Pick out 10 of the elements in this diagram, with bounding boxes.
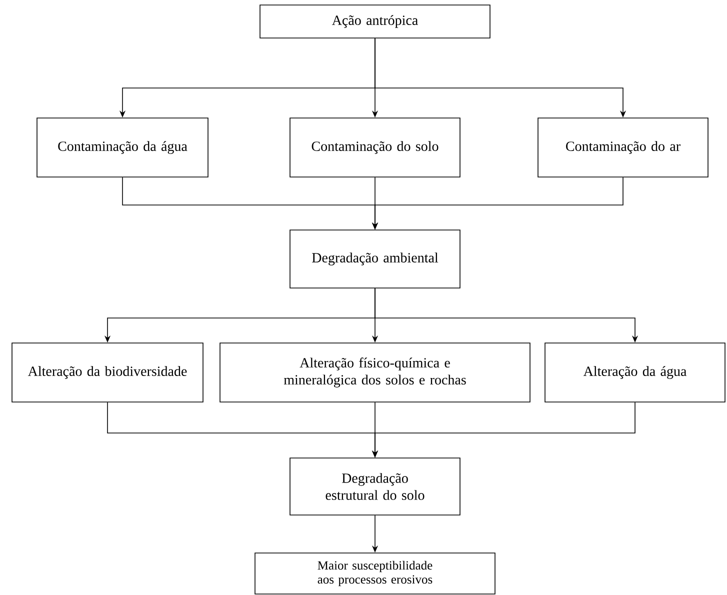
process-box: Degradação estrutural do solo: [290, 458, 460, 516]
process-box: Ação antrópica: [260, 4, 490, 38]
process-box: Alteração físico-química e mineralógica dos solos e rochas: [220, 342, 530, 402]
process-box: Alteração da biodiversidade: [12, 342, 204, 402]
process-box: Degradação ambiental: [290, 230, 460, 288]
process-box: Contaminação do solo: [290, 118, 460, 178]
process-box: Maior susceptibilidade aos processos erosivos: [254, 552, 496, 594]
process-box: Contaminação do ar: [538, 118, 708, 178]
process-box: Contaminação da água: [36, 118, 208, 178]
process-box: Alteração da água: [544, 342, 726, 402]
